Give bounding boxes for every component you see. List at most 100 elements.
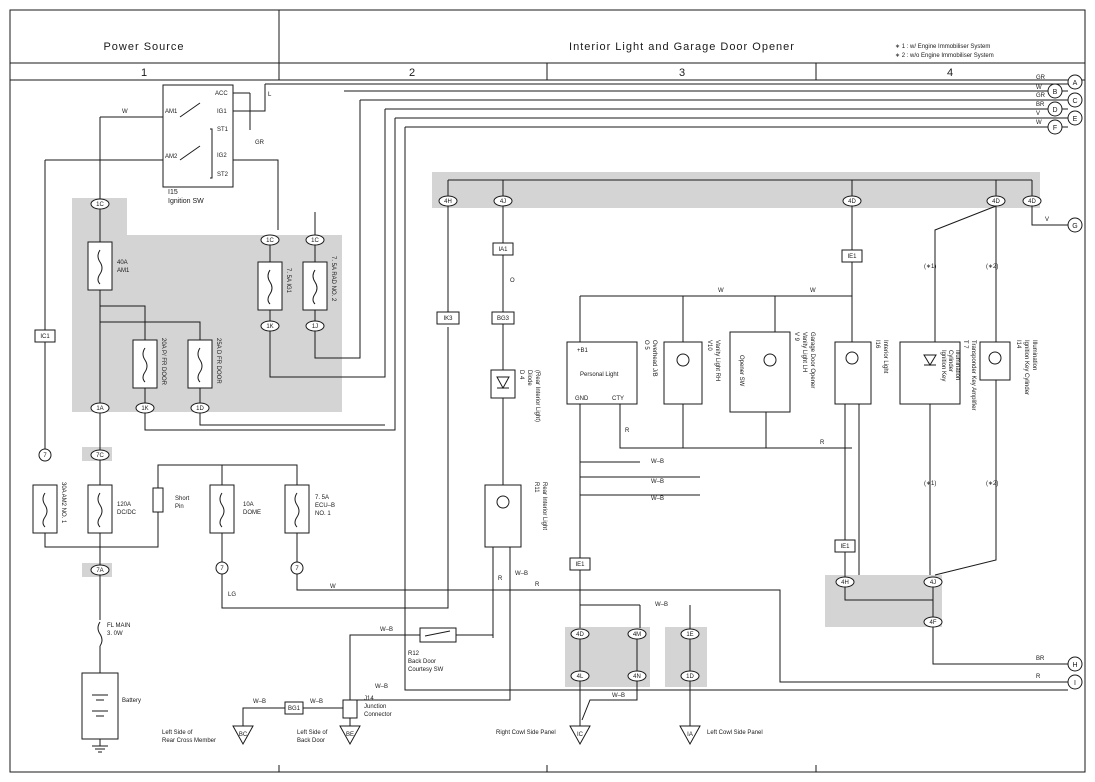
- svg-text:Right Cowl Side Panel: Right Cowl Side Panel: [496, 730, 556, 736]
- svg-text:H: H: [1072, 662, 1077, 669]
- svg-text:Ignition SW: Ignition SW: [168, 198, 204, 205]
- svg-text:Left Cowl Side Panel: Left Cowl Side Panel: [707, 730, 763, 736]
- svg-text:AM1: AM1: [165, 109, 178, 115]
- svg-text:V: V: [1036, 111, 1040, 117]
- svg-text:7. 5A: 7. 5A: [315, 495, 329, 501]
- ground-be: BE Left Side of Back Door: [297, 725, 361, 746]
- right-connectors: A B C D E F GR W GR BR V W: [1036, 74, 1083, 135]
- svg-text:W–B: W–B: [655, 602, 668, 608]
- svg-text:4M: 4M: [633, 632, 641, 638]
- svg-text:Transponder Key Amplifier: Transponder Key Amplifier: [970, 340, 976, 410]
- svg-text:4D: 4D: [992, 199, 1000, 205]
- svg-text:IE1: IE1: [840, 544, 850, 550]
- svg-text:Back Door: Back Door: [297, 738, 325, 744]
- note-2: ∗ 2 : w/o Engine Immobiliser System: [895, 53, 994, 59]
- svg-text:Vanity Light LH: Vanity Light LH: [801, 332, 807, 372]
- svg-text:BR: BR: [1036, 656, 1045, 662]
- svg-text:W–B: W–B: [253, 699, 266, 705]
- svg-text:Diode: Diode: [526, 370, 532, 386]
- svg-text:AM2: AM2: [165, 154, 178, 160]
- svg-text:IC1: IC1: [40, 334, 50, 340]
- fuse-dome: [209, 484, 235, 534]
- svg-text:1K: 1K: [141, 406, 148, 412]
- svg-text:20A P/ FR DOOR: 20A P/ FR DOOR: [160, 338, 166, 386]
- svg-text:G: G: [1072, 223, 1077, 230]
- svg-text:Left Side of: Left Side of: [162, 730, 193, 736]
- svg-text:7C: 7C: [96, 453, 104, 459]
- svg-text:FL MAIN: FL MAIN: [107, 623, 130, 629]
- svg-text:(∗1): (∗1): [924, 481, 936, 487]
- svg-text:IE1: IE1: [847, 254, 857, 260]
- vanity-light-rh: [663, 341, 703, 405]
- svg-text:4J: 4J: [500, 199, 506, 205]
- fuse-dcdc: [87, 484, 113, 534]
- svg-text:(∗2): (∗2): [986, 264, 998, 270]
- svg-text:I14: I14: [1015, 340, 1021, 349]
- interior-light-title: Interior Light and Garage Door Opener: [569, 41, 795, 53]
- svg-text:Interior Light: Interior Light: [882, 340, 888, 374]
- svg-text:7. 5A IG1: 7. 5A IG1: [285, 268, 291, 294]
- svg-text:O: O: [510, 278, 515, 284]
- svg-text:Vanity Light RH: Vanity Light RH: [714, 340, 720, 381]
- svg-text:Battery: Battery: [122, 698, 141, 704]
- svg-text:7: 7: [43, 453, 47, 459]
- svg-text:W: W: [718, 288, 724, 294]
- fuse-frdoor: [132, 339, 158, 389]
- svg-text:C: C: [1072, 98, 1077, 105]
- svg-text:1A: 1A: [96, 406, 103, 412]
- svg-text:Personal Light: Personal Light: [580, 372, 619, 378]
- svg-text:10A: 10A: [243, 502, 254, 508]
- svg-text:Left Side of: Left Side of: [297, 730, 328, 736]
- svg-text:1K: 1K: [266, 324, 273, 330]
- fuse-radio: [302, 261, 328, 311]
- svg-text:W–B: W–B: [651, 479, 664, 485]
- svg-text:BC: BC: [239, 732, 248, 738]
- fuse-dfrdoor: [187, 339, 213, 389]
- svg-text:120A: 120A: [117, 502, 131, 508]
- power-source-title: Power Source: [103, 41, 184, 53]
- ground-bc: BC Left Side of Rear Cross Member: [162, 725, 254, 746]
- svg-text:1C: 1C: [266, 238, 274, 244]
- svg-text:ST1: ST1: [217, 127, 229, 133]
- svg-text:R: R: [820, 440, 825, 446]
- svg-text:NO. 1: NO. 1: [315, 511, 331, 517]
- ignition-switch: [162, 84, 234, 188]
- svg-text:Connector: Connector: [364, 712, 392, 718]
- svg-text:Overhead J/B: Overhead J/B: [651, 340, 657, 377]
- svg-text:4N: 4N: [633, 674, 641, 680]
- svg-text:1C: 1C: [96, 202, 104, 208]
- svg-text:Short: Short: [175, 496, 190, 502]
- junction-pins-left: 1C 1C 1C 1K 1J IC1 1A 1K 1D 7C 7A: [34, 198, 325, 576]
- svg-text:W: W: [1036, 120, 1042, 126]
- battery: [81, 672, 119, 740]
- svg-text:W: W: [810, 288, 816, 294]
- column-4: 4: [947, 67, 953, 79]
- svg-text:W–B: W–B: [651, 496, 664, 502]
- svg-text:IE1: IE1: [575, 562, 585, 568]
- svg-text:4D: 4D: [848, 199, 856, 205]
- svg-text:(∗1): (∗1): [924, 264, 936, 270]
- short-pin: [152, 487, 164, 513]
- svg-text:W–B: W–B: [375, 684, 388, 690]
- svg-text:Garage Door Opener: Garage Door Opener: [809, 332, 815, 388]
- svg-text:DOME: DOME: [243, 510, 261, 516]
- svg-text:Ignition Key Cylinder: Ignition Key Cylinder: [1023, 340, 1029, 395]
- svg-text:IG1: IG1: [217, 109, 227, 115]
- svg-text:CTY: CTY: [612, 396, 624, 402]
- svg-text:R12: R12: [408, 651, 420, 657]
- svg-text:W–B: W–B: [310, 699, 323, 705]
- svg-text:W–B: W–B: [380, 627, 393, 633]
- svg-text:4J: 4J: [930, 580, 936, 586]
- column-2: 2: [409, 67, 415, 79]
- svg-text:BE: BE: [346, 732, 354, 738]
- svg-text:BG3: BG3: [497, 316, 510, 322]
- svg-text:Courtesy SW: Courtesy SW: [408, 667, 444, 673]
- svg-text:B: B: [1053, 89, 1058, 96]
- svg-text:I16: I16: [874, 340, 880, 349]
- svg-text:V 9: V 9: [793, 332, 799, 342]
- svg-text:ST2: ST2: [217, 172, 229, 178]
- fuse-am2: [32, 484, 58, 534]
- fuse-am1: [87, 241, 113, 291]
